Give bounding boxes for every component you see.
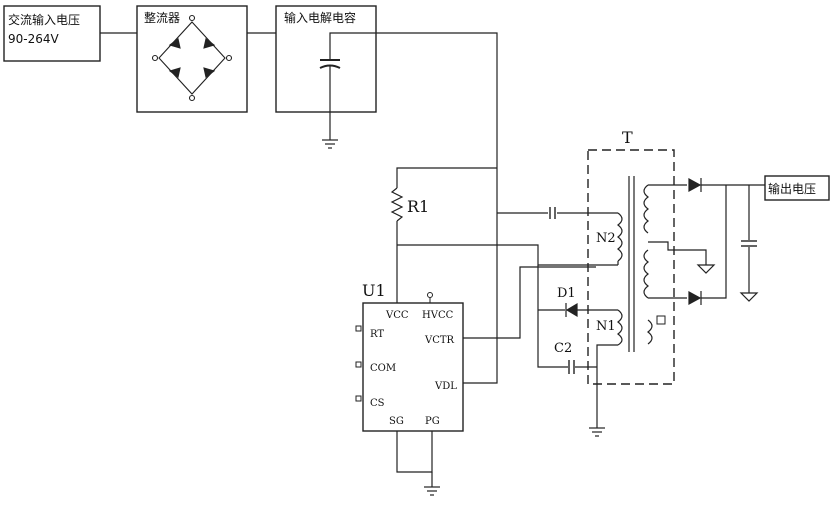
r1-label: R1 [407, 197, 429, 216]
ac-input-range: 90-264V [8, 32, 60, 46]
output-diode-lower-icon [688, 290, 702, 306]
rectifier-label: 整流器 [144, 10, 180, 25]
pin-pg: PG [425, 416, 440, 427]
input-cap-block: 输入电解电容 [275, 5, 377, 149]
transformer-label: T [622, 128, 633, 147]
pin-vdl: VDL [434, 381, 457, 392]
wire-out-bottom [701, 185, 727, 299]
ground-icon [589, 427, 605, 437]
electrolytic-capacitor-icon [319, 32, 376, 140]
output-label: 输出电压 [768, 181, 816, 196]
pin-vctr: VCTR [424, 335, 455, 346]
controller-ic-u1: U1 VCC HVCC RT VCTR COM VDL CS SG PG [355, 281, 464, 432]
c2-label: C2 [554, 341, 572, 356]
ground-icon [322, 139, 338, 149]
d1-label: D1 [557, 286, 576, 301]
diode-d1-icon [565, 302, 578, 318]
coupling-capacitor-icon [549, 207, 556, 219]
wire-vctr [463, 266, 596, 339]
ac-input-label: 交流输入电压 [8, 12, 80, 27]
pin-com: COM [370, 363, 396, 374]
wire-vcc-n2 [397, 244, 596, 266]
output-capacitor-icon [741, 240, 757, 247]
wire-c2-left [537, 310, 568, 368]
wire-center-tap [648, 241, 707, 265]
secondary-winding-upper-icon [643, 184, 649, 234]
transformer-t: T N2 N1 [587, 128, 675, 385]
dot-marker-icon [656, 315, 666, 325]
pin-cs: CS [370, 398, 385, 409]
pin-hvcc: HVCC [422, 310, 454, 321]
secondary-winding-lower-icon [643, 249, 649, 299]
input-cap-label: 输入电解电容 [284, 10, 356, 25]
wire-r1-top [396, 167, 497, 188]
bridge-rectifier-icon [151, 14, 233, 102]
wire-n1-ground [596, 344, 618, 428]
aux-winding-icon [647, 319, 653, 345]
u1-label: U1 [362, 281, 386, 300]
ground-icon [424, 486, 440, 496]
winding-n2-icon [617, 212, 623, 262]
pin-sg: SG [389, 416, 404, 427]
n2-label: N2 [596, 231, 616, 246]
n1-label: N1 [596, 319, 616, 334]
wire-hv-rail [376, 32, 498, 384]
ground-icon [739, 292, 759, 302]
ac-input-block: 交流输入电压 90-264V [3, 5, 101, 62]
ic-pin-stubs [355, 292, 433, 402]
ground-icon [696, 264, 716, 274]
resistor-r1-icon [390, 187, 404, 222]
pin-rt: RT [370, 329, 384, 340]
output-block: 输出电压 [764, 175, 830, 201]
output-diode-upper-icon [688, 177, 702, 193]
wire-sg-pg [396, 431, 433, 473]
pin-vcc: VCC [385, 310, 409, 321]
rectifier-block: 整流器 [136, 5, 248, 113]
capacitor-c2-icon [568, 360, 575, 374]
winding-n1-icon [617, 309, 623, 346]
